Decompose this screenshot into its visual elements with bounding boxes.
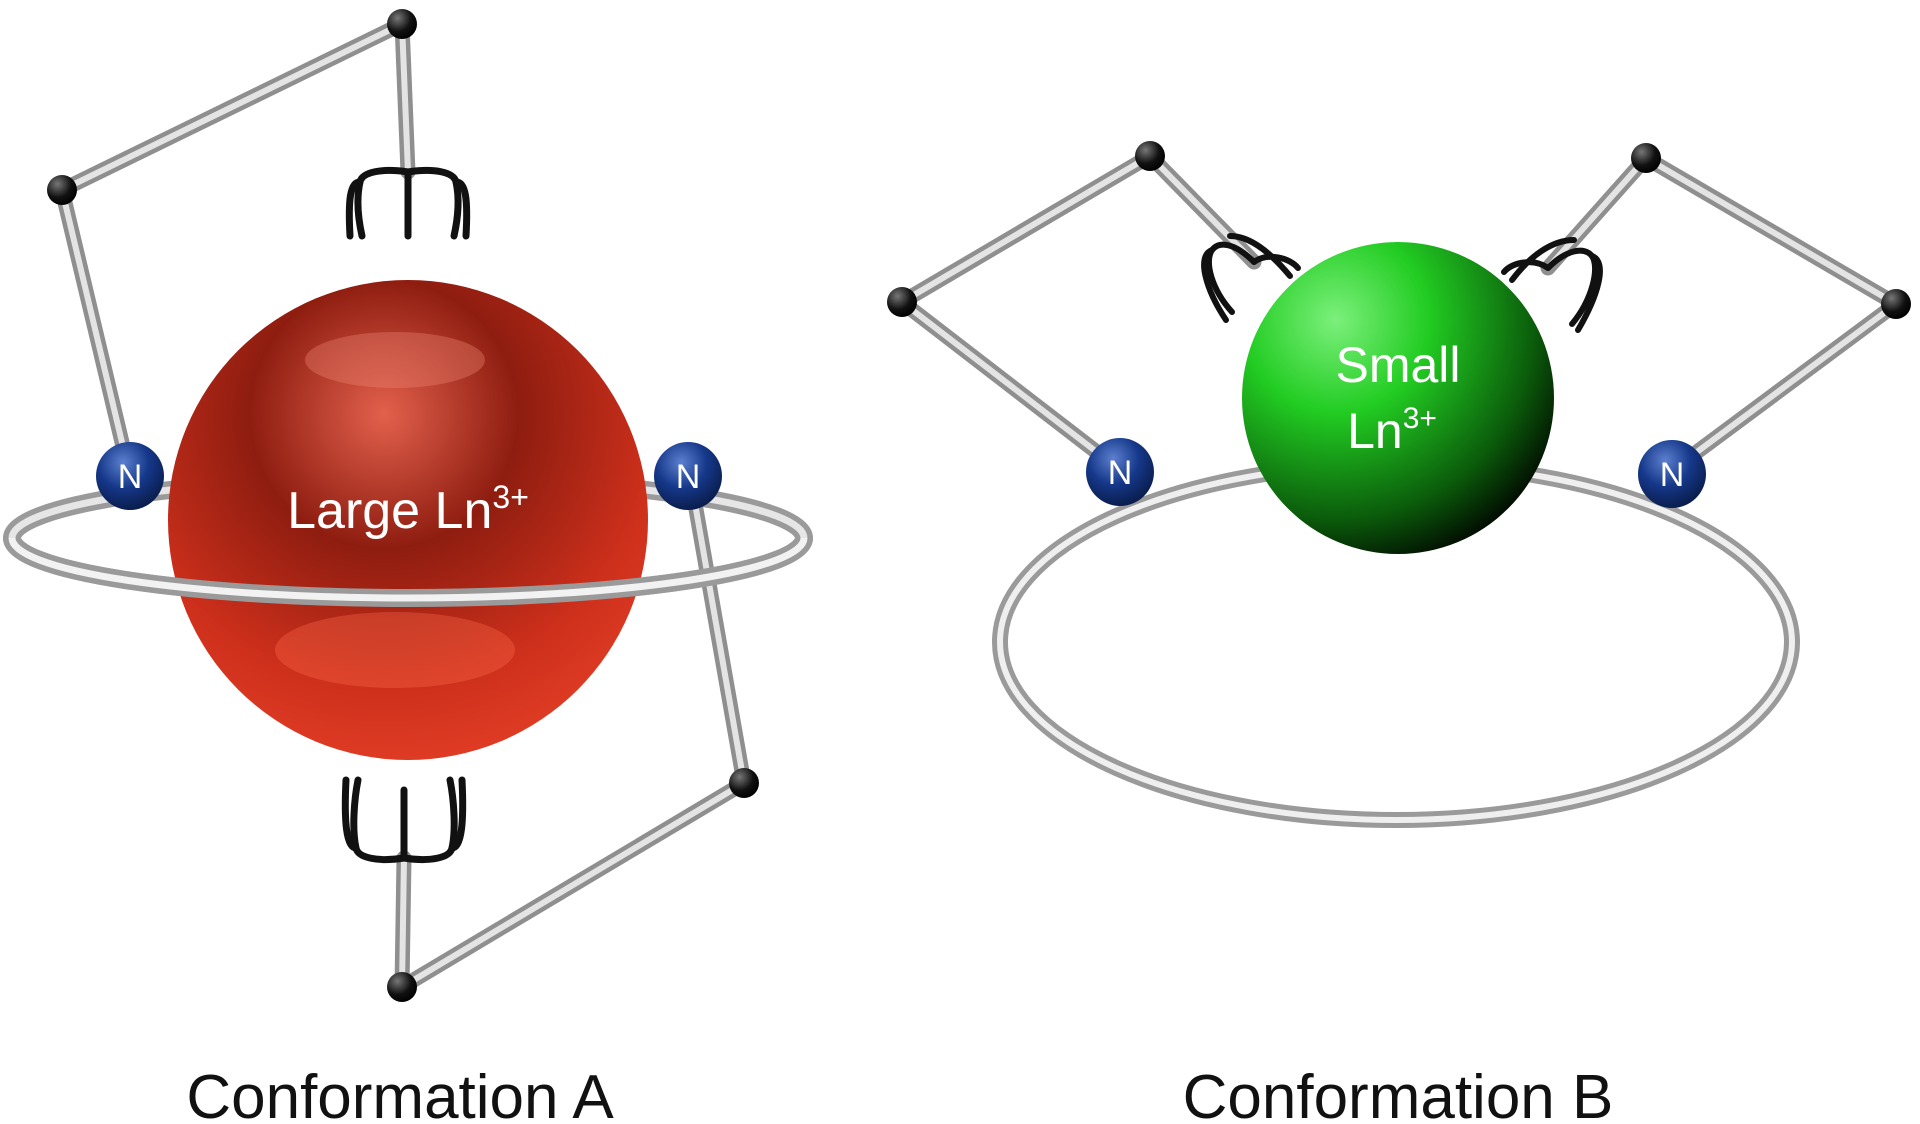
lower-binding-claw <box>341 776 467 864</box>
small-ion-label-line2: Ln3+ <box>1347 402 1437 459</box>
nitrogen-atom: N <box>654 442 722 510</box>
arm-joint <box>887 287 917 317</box>
large-lanthanide-ion <box>168 280 648 760</box>
large-ion-label: Large Ln3+ <box>287 479 529 540</box>
conformation-b: Small Ln3+ N N Conf <box>887 141 1911 1124</box>
upper-binding-claw <box>345 166 471 240</box>
conformation-a-caption: Conformation A <box>186 1063 614 1124</box>
right-binding-claw <box>1501 237 1603 333</box>
nitrogen-atom: N <box>96 442 164 510</box>
arm-joint <box>1631 143 1661 173</box>
arm-joint <box>47 175 77 205</box>
conformation-b-caption: Conformation B <box>1183 1063 1614 1124</box>
arm-joint <box>387 972 417 1002</box>
svg-text:N: N <box>1108 454 1133 492</box>
svg-text:N: N <box>1660 456 1685 494</box>
arm-joint <box>387 9 417 39</box>
lower-pendant-arm <box>394 467 752 995</box>
upper-pendant-arm <box>54 16 416 484</box>
left-pendant-arm <box>894 148 1262 478</box>
nitrogen-atom: N <box>1638 440 1706 508</box>
left-binding-claw <box>1201 233 1301 323</box>
conformation-a: Large Ln3+ N N Conformation A <box>3 9 813 1124</box>
nitrogen-atom: N <box>1086 438 1154 506</box>
arm-joint <box>1881 289 1911 319</box>
arm-joint <box>729 768 759 798</box>
right-pendant-arm <box>1540 150 1904 480</box>
svg-text:N: N <box>118 458 143 496</box>
arm-joint <box>1135 141 1165 171</box>
small-ion-label: Small <box>1335 337 1460 393</box>
svg-text:N: N <box>676 458 701 496</box>
small-lanthanide-ion <box>1242 242 1554 554</box>
